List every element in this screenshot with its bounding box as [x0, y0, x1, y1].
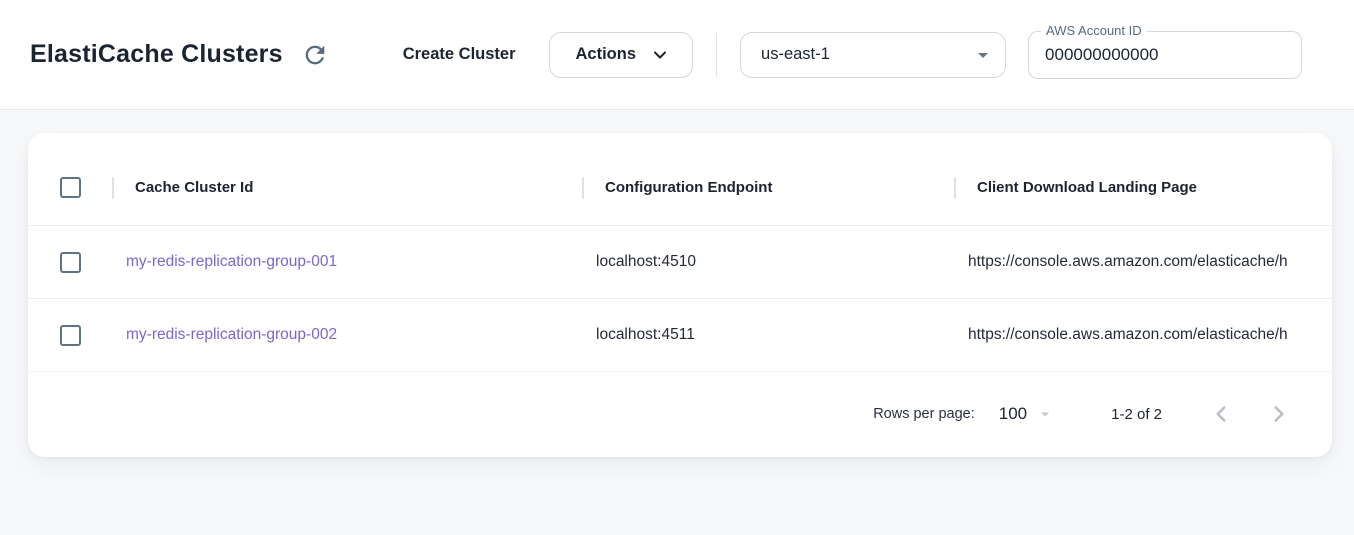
chevron-down-icon	[650, 45, 670, 65]
chevron-right-icon	[1266, 401, 1292, 427]
table-pagination: Rows per page: 100 1-2 of 2	[28, 371, 1332, 456]
region-select[interactable]: us-east-1	[740, 31, 1007, 78]
row-checkbox[interactable]	[60, 324, 81, 346]
previous-page-button[interactable]	[1204, 397, 1238, 431]
pagination-range-label: 1-2 of 2	[1111, 405, 1162, 423]
page-header: ElastiCache Clusters Create Cluster Acti…	[0, 0, 1354, 110]
header-divider	[716, 32, 718, 77]
select-all-checkbox[interactable]	[60, 177, 81, 198]
cluster-id-link[interactable]: my-redis-replication-group-001	[126, 253, 338, 270]
table-row: my-redis-replication-group-001 localhost…	[28, 225, 1332, 298]
configuration-endpoint-cell: localhost:4511	[596, 326, 695, 343]
arrow-drop-down-icon	[971, 43, 995, 67]
account-id-input[interactable]	[1045, 44, 1286, 65]
rows-per-page-select[interactable]: 100	[999, 404, 1055, 424]
table-header-row: Cache Cluster Id Configuration Endpoint …	[28, 150, 1332, 225]
actions-button-label: Actions	[575, 45, 637, 63]
rows-per-page-label: Rows per page:	[873, 406, 975, 422]
column-header-configuration-endpoint[interactable]: Configuration Endpoint	[582, 150, 955, 225]
chevron-left-icon	[1208, 401, 1234, 427]
region-select-value: us-east-1	[761, 45, 830, 63]
row-checkbox[interactable]	[60, 251, 81, 273]
column-separator	[112, 177, 114, 198]
create-cluster-button[interactable]: Create Cluster	[402, 45, 516, 63]
arrow-drop-down-icon	[1035, 404, 1055, 424]
next-page-button[interactable]	[1262, 397, 1296, 431]
table-row: my-redis-replication-group-002 localhost…	[28, 298, 1332, 371]
account-id-label: AWS Account ID	[1041, 22, 1147, 38]
refresh-button[interactable]	[299, 39, 331, 71]
refresh-icon	[301, 41, 329, 69]
cluster-id-link[interactable]: my-redis-replication-group-002	[126, 326, 338, 343]
column-header-client-download-landing-page[interactable]: Client Download Landing Page	[954, 150, 1332, 225]
clusters-table-card: Cache Cluster Id Configuration Endpoint …	[28, 133, 1332, 457]
page-title: ElastiCache Clusters	[30, 40, 283, 68]
column-separator	[954, 177, 956, 198]
column-separator	[582, 177, 584, 198]
configuration-endpoint-cell: localhost:4510	[596, 253, 696, 270]
landing-page-cell: https://console.aws.amazon.com/elasticac…	[968, 253, 1288, 270]
landing-page-cell: https://console.aws.amazon.com/elasticac…	[968, 326, 1288, 343]
actions-button[interactable]: Actions	[548, 31, 694, 78]
rows-per-page-value: 100	[998, 404, 1028, 423]
account-id-field: AWS Account ID	[1028, 22, 1303, 79]
column-header-cache-cluster-id[interactable]: Cache Cluster Id	[112, 150, 583, 225]
